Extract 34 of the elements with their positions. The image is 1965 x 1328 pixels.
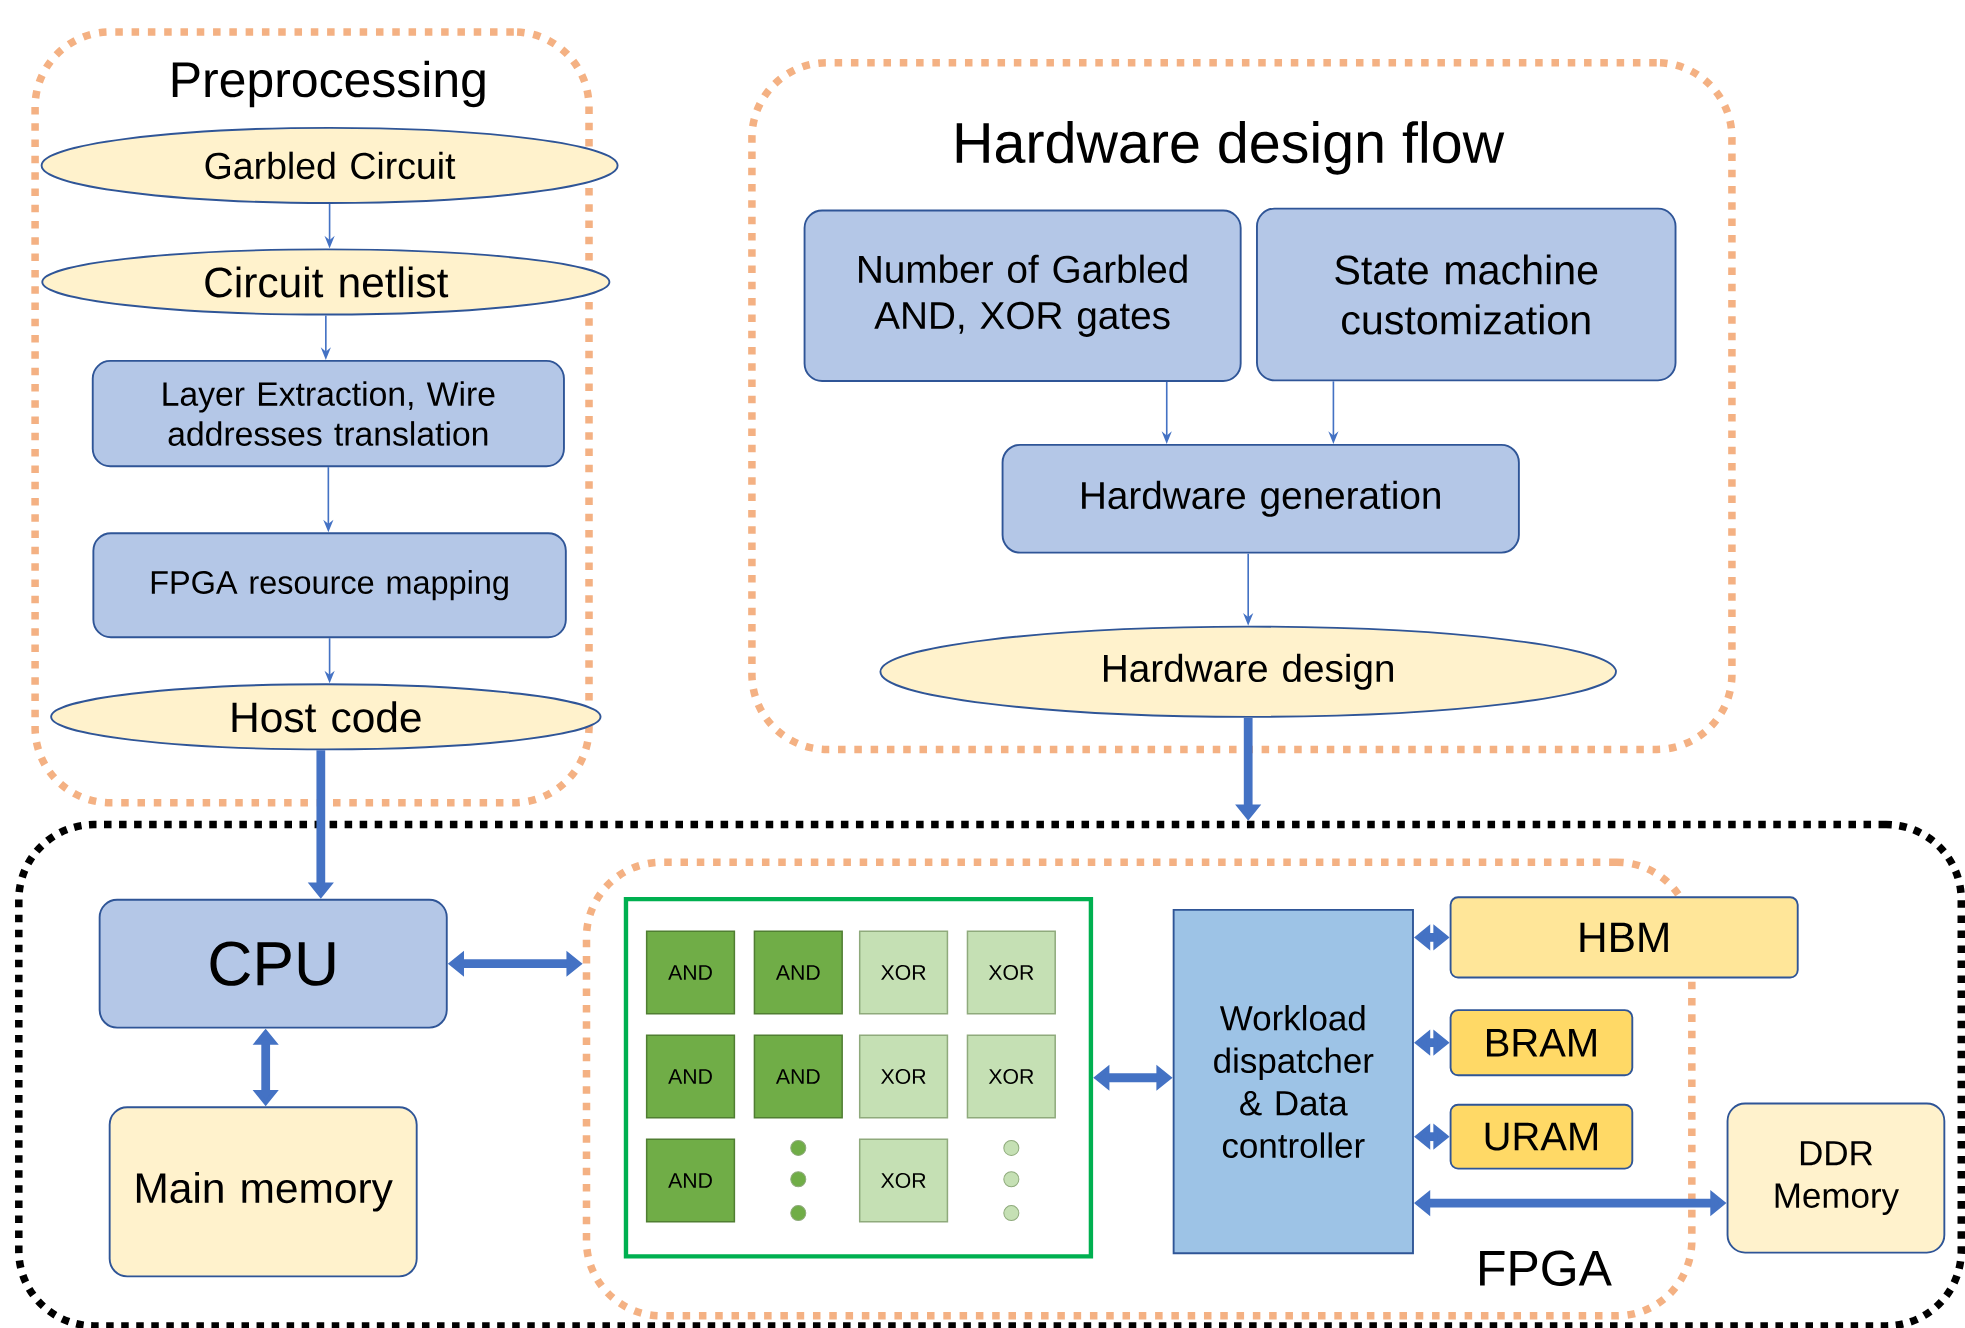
memory-box: BRAM [1449, 1008, 1634, 1076]
gate-cell: AND [753, 930, 843, 1015]
dashed-container [31, 28, 593, 807]
gate-cell: XOR [858, 930, 949, 1015]
oval-node: Host code [50, 683, 602, 751]
dashed-container [582, 858, 1696, 1320]
gate-array-box [623, 896, 1094, 1259]
gate-cell: XOR [966, 1034, 1056, 1119]
memory-box: DDR Memory [1726, 1102, 1946, 1254]
memory-box: URAM [1449, 1103, 1634, 1170]
memory-box: Main memory [108, 1106, 418, 1278]
process-box: Layer Extraction, Wire addresses translation [91, 359, 565, 467]
gate-cell: AND [753, 1034, 843, 1119]
gate-cell: AND [645, 930, 736, 1015]
process-box: State machine customization [1256, 207, 1677, 382]
oval-node: Circuit netlist [41, 248, 611, 316]
process-box: CPU [98, 898, 448, 1029]
oval-node: Hardware design [879, 625, 1617, 718]
gate-cell: XOR [966, 930, 1056, 1015]
dotted-container [15, 820, 1965, 1328]
dashed-container [748, 58, 1736, 753]
oval-node: Garbled Circuit [40, 126, 619, 204]
memory-box: HBM [1449, 896, 1799, 979]
container-title: FPGA [1480, 1250, 1612, 1286]
container-title: Hardware design flow [956, 120, 1505, 175]
process-box: FPGA resource mapping [92, 532, 567, 638]
gate-cell: XOR [858, 1034, 949, 1119]
controller-box: Workload dispatcher & Data controller [1172, 908, 1414, 1254]
container-title: Preprocessing [172, 60, 485, 108]
gate-cell: AND [645, 1034, 736, 1119]
process-box: Hardware generation [1001, 443, 1520, 554]
gate-cell: AND [645, 1138, 736, 1223]
process-box: Number of Garbled AND, XOR gates [803, 209, 1242, 382]
gate-cell: XOR [858, 1138, 949, 1223]
